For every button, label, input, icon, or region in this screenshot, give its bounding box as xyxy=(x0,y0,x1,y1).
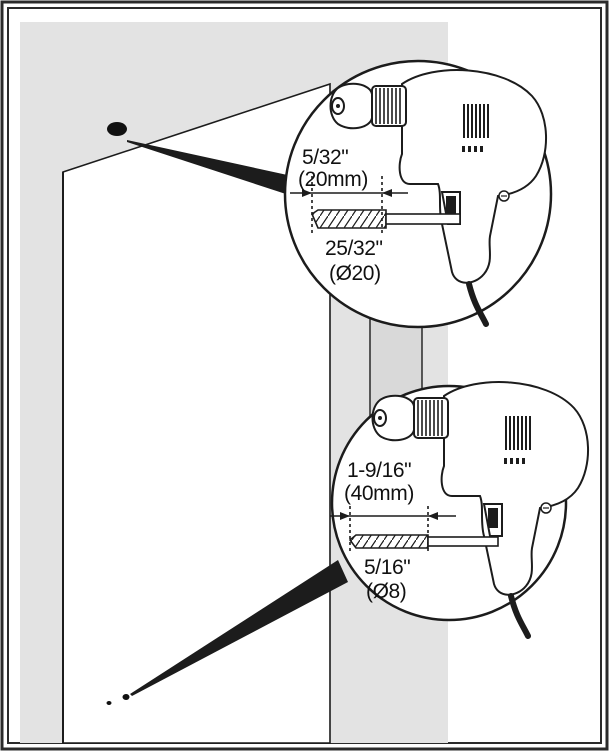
lower-depth-inch: 1-9/16" xyxy=(347,459,411,482)
lower-drill-hole-1 xyxy=(122,694,130,700)
upper-depth-inch: 5/32" xyxy=(302,146,348,169)
upper-depth-mm: (20mm) xyxy=(298,168,368,191)
upper-drill-hole xyxy=(107,122,127,136)
upper-bit-inch: 25/32" xyxy=(325,237,383,260)
lower-callout-beam xyxy=(130,560,348,696)
upper-callout: 5/32" (20mm) 25/32" (Ø20) xyxy=(283,59,553,329)
lower-bit-inch: 5/16" xyxy=(364,556,410,579)
drill-bit-icon xyxy=(311,209,461,229)
upper-bit-mm: (Ø20) xyxy=(329,262,381,285)
upper-callout-beam xyxy=(127,140,292,196)
lower-callout: 1-9/16" (40mm) 5/16" (Ø8) xyxy=(330,382,588,636)
drill-bit-icon xyxy=(348,534,499,549)
lower-depth-mm: (40mm) xyxy=(344,482,414,505)
lower-bit-mm: (Ø8) xyxy=(366,580,406,603)
lower-drill-hole-2 xyxy=(106,701,112,705)
